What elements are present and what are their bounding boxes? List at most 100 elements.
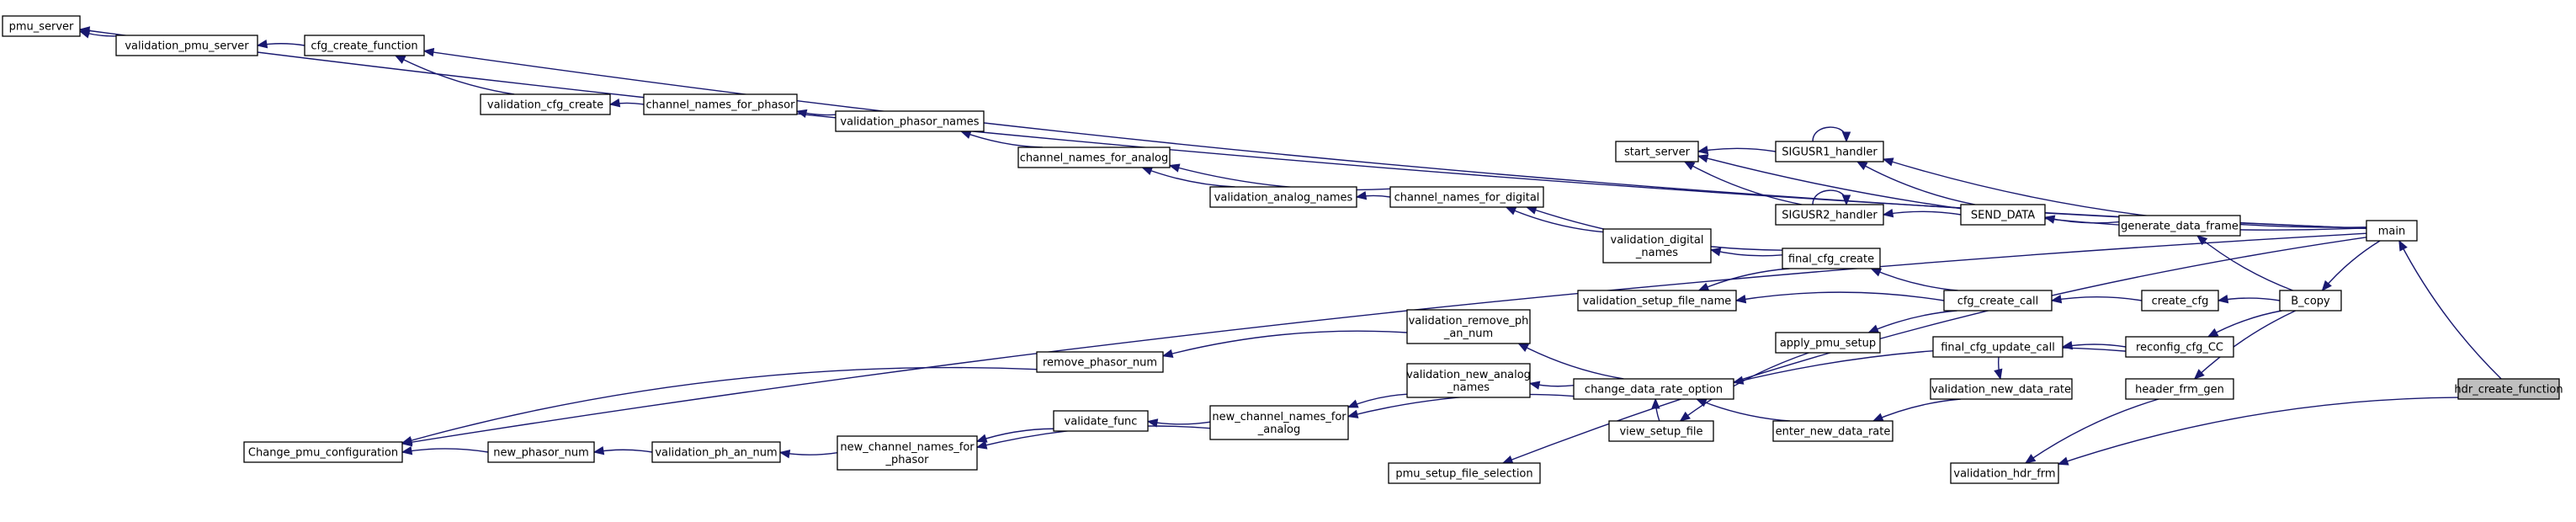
edge-line <box>1696 398 1790 422</box>
edge-header_frm_gen-to-validation_hdr_frm <box>2024 398 2159 464</box>
edge-arrowhead <box>1346 409 1359 418</box>
node-cfg_create_function[interactable]: cfg_create_function <box>304 35 425 56</box>
edge-arrowhead <box>1734 295 1747 304</box>
node-header_frm_gen[interactable]: header_frm_gen <box>2125 378 2234 400</box>
node-validation_pmu_server[interactable]: validation_pmu_server <box>115 35 258 56</box>
edge-arrowhead <box>78 29 91 39</box>
edge-main-to-B_copy <box>2321 240 2381 292</box>
node-new_channel_names_for_phasor[interactable]: new_channel_names_for_phasor <box>837 435 978 471</box>
edge-line <box>1856 161 1976 205</box>
edge-new_channel_names_for_phasor-to-validation_ph_an_num <box>778 450 838 459</box>
node-new_channel_names_for_analog[interactable]: new_channel_names_for_analog <box>1209 405 1349 440</box>
edge-arrowhead <box>1697 154 1709 163</box>
node-box <box>1615 141 1699 162</box>
node-label: validation_digital <box>1611 234 1704 247</box>
edge-arrowhead <box>422 47 435 57</box>
edge-arrowhead <box>795 109 808 118</box>
node-validate_func[interactable]: validate_func <box>1053 410 1149 432</box>
node-validation_ph_an_num[interactable]: validation_ph_an_num <box>651 441 781 463</box>
node-box <box>1573 378 1734 400</box>
node-SEND_DATA[interactable]: SEND_DATA <box>1960 204 2046 226</box>
node-Change_pmu_configuration[interactable]: Change_pmu_configuration <box>243 441 403 463</box>
node-box <box>1209 405 1349 440</box>
edge-arrowhead <box>1505 206 1517 216</box>
edge-SIGUSR2_handler-to-start_server <box>1683 161 1803 205</box>
edge-line <box>2398 240 2502 380</box>
node-label: pmu_setup_file_selection <box>1395 468 1532 481</box>
node-validation_digital_names[interactable]: validation_digital_names <box>1602 228 1712 264</box>
node-validation_new_analog_names[interactable]: validation_new_analog_names <box>1406 363 1531 398</box>
edge-arrowhead <box>1867 324 1880 333</box>
edge-arrowhead <box>256 40 268 49</box>
edge-line <box>1868 310 1957 333</box>
node-remove_phasor_num[interactable]: remove_phasor_num <box>1036 351 1164 373</box>
node-label: view_setup_file <box>1619 426 1702 439</box>
edge-main-to-SIGUSR1_handler <box>1882 157 2367 228</box>
edge-hdr_create_function-to-validation_hdr_frm <box>2057 397 2459 466</box>
node-box <box>1608 420 1714 442</box>
node-label: validation_new_analog <box>1406 369 1531 381</box>
node-view_setup_file[interactable]: view_setup_file <box>1608 420 1714 442</box>
edge-arrowhead <box>1709 248 1722 257</box>
edge-line <box>1697 147 1777 152</box>
node-box <box>643 93 798 115</box>
node-create_cfg[interactable]: create_cfg <box>2141 290 2219 312</box>
node-new_phasor_num[interactable]: new_phasor_num <box>487 441 595 463</box>
edge-arrowhead <box>401 435 413 445</box>
edge-line <box>1502 237 2367 464</box>
node-channel_names_for_analog[interactable]: channel_names_for_analog <box>1017 146 1171 168</box>
edge-arrowhead <box>2217 295 2229 304</box>
edge-validation_phasor_names-to-channel_names_for_phasor <box>795 109 837 118</box>
edge-arrowhead <box>1141 167 1154 176</box>
node-label: channel_names_for_analog <box>1020 152 1168 165</box>
node-validation_remove_ph_an_num[interactable]: validation_remove_ph_an_num <box>1406 309 1531 344</box>
edge-arrowhead <box>592 446 605 455</box>
edge-line <box>2194 310 2297 380</box>
node-validation_cfg_create[interactable]: validation_cfg_create <box>480 93 611 115</box>
edge-line <box>1735 291 1945 301</box>
node-box <box>115 35 258 56</box>
node-SIGUSR1_handler[interactable]: SIGUSR1_handler <box>1775 141 1884 162</box>
edge-line <box>1162 330 1408 357</box>
node-SIGUSR2_handler[interactable]: SIGUSR2_handler <box>1775 204 1884 226</box>
node-validation_phasor_names[interactable]: validation_phasor_names <box>835 110 985 132</box>
node-B_copy[interactable]: B_copy <box>2279 290 2342 312</box>
node-box <box>2125 336 2234 358</box>
node-final_cfg_create[interactable]: final_cfg_create <box>1782 248 1881 269</box>
node-channel_names_for_phasor[interactable]: channel_names_for_phasor <box>643 93 798 115</box>
edge-line <box>1169 164 1391 191</box>
node-validation_new_data_rate[interactable]: validation_new_data_rate <box>1930 378 2073 400</box>
node-cfg_create_call[interactable]: cfg_create_call <box>1943 290 2053 312</box>
edge-arrowhead <box>1161 349 1174 358</box>
node-main[interactable]: main <box>2366 220 2418 242</box>
node-pmu_server[interactable]: pmu_server <box>2 15 81 37</box>
edge-arrowhead <box>1517 343 1530 352</box>
node-change_data_rate_option[interactable]: change_data_rate_option <box>1573 378 1734 400</box>
node-validation_hdr_frm[interactable]: validation_hdr_frm <box>1950 462 2059 484</box>
node-reconfig_cfg_CC[interactable]: reconfig_cfg_CC <box>2125 336 2234 358</box>
node-validation_analog_names[interactable]: validation_analog_names <box>1209 186 1357 208</box>
node-start_server[interactable]: start_server <box>1615 141 1699 162</box>
edge-line <box>1812 126 1847 142</box>
edge-line <box>1698 268 1790 291</box>
node-validation_setup_file_name[interactable]: validation_setup_file_name <box>1577 290 1737 312</box>
edge-arrowhead <box>2398 239 2408 252</box>
node-pmu_setup_file_selection[interactable]: pmu_setup_file_selection <box>1388 462 1541 484</box>
node-box <box>1932 336 2063 358</box>
node-final_cfg_update_call[interactable]: final_cfg_update_call <box>1932 336 2063 358</box>
node-apply_pmu_setup[interactable]: apply_pmu_setup <box>1775 332 1881 354</box>
node-enter_new_data_rate[interactable]: enter_new_data_rate <box>1772 420 1893 442</box>
edge-line <box>2025 398 2159 464</box>
node-label: _an_num <box>1443 328 1493 340</box>
edge-validation_new_analog_names-to-new_channel_names_for_analog <box>1346 393 1408 408</box>
edge-arrowhead <box>1528 381 1541 390</box>
edge-final_cfg_update_call-to-validation_new_data_rate <box>1994 356 2003 381</box>
edge-arrowhead <box>1346 399 1359 408</box>
edge-line <box>2321 240 2381 291</box>
edge-line <box>2051 296 2143 301</box>
node-hdr_create_function[interactable]: hdr_create_function <box>2454 378 2563 400</box>
node-generate_data_frame[interactable]: generate_data_frame <box>2118 215 2241 237</box>
node-box <box>1209 186 1357 208</box>
node-channel_names_for_digital[interactable]: channel_names_for_digital <box>1389 186 1544 208</box>
node-label: pmu_server <box>9 21 74 34</box>
